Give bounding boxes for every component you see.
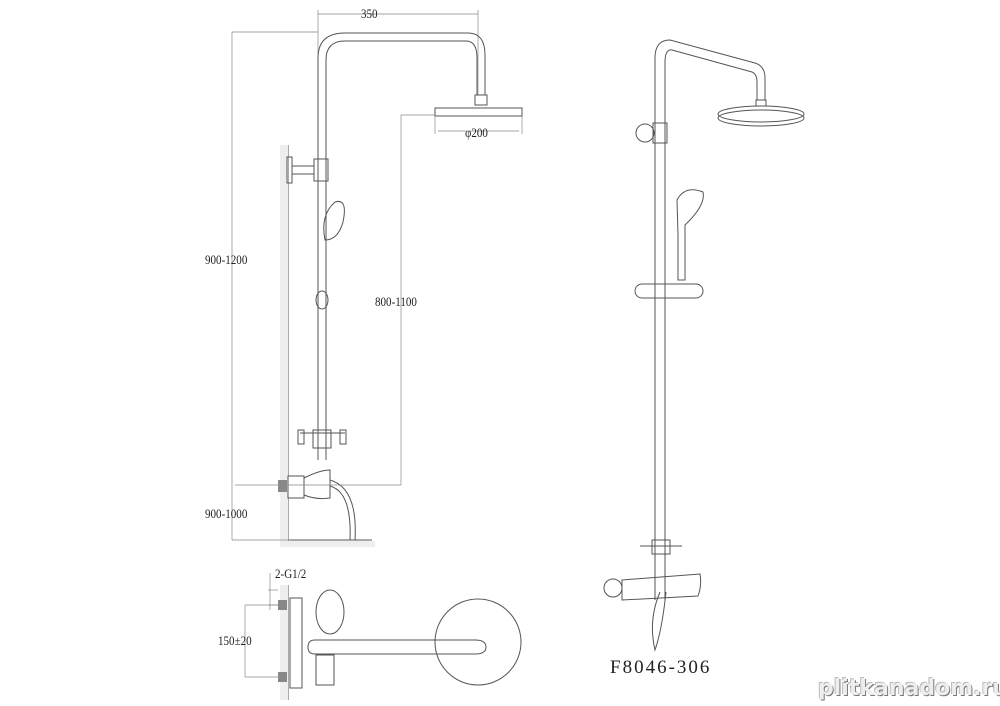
arm-length-label: 350	[361, 6, 378, 21]
mixer-height-label: 900-1000	[205, 506, 248, 521]
model-number: F8046-306	[610, 657, 712, 678]
inlet-spacing-label: 150±20	[218, 633, 252, 648]
head-to-mixer-label: 800-1100	[375, 294, 417, 309]
inlet-thread-label: 2-G1/2	[275, 566, 307, 581]
side-view	[231, 10, 523, 547]
top-view	[244, 573, 522, 700]
head-diameter-label: φ200	[465, 125, 488, 140]
watermark: plitkanadom.ru	[818, 676, 1000, 701]
perspective-view	[603, 39, 805, 652]
total-height-label: 900-1200	[205, 252, 248, 267]
